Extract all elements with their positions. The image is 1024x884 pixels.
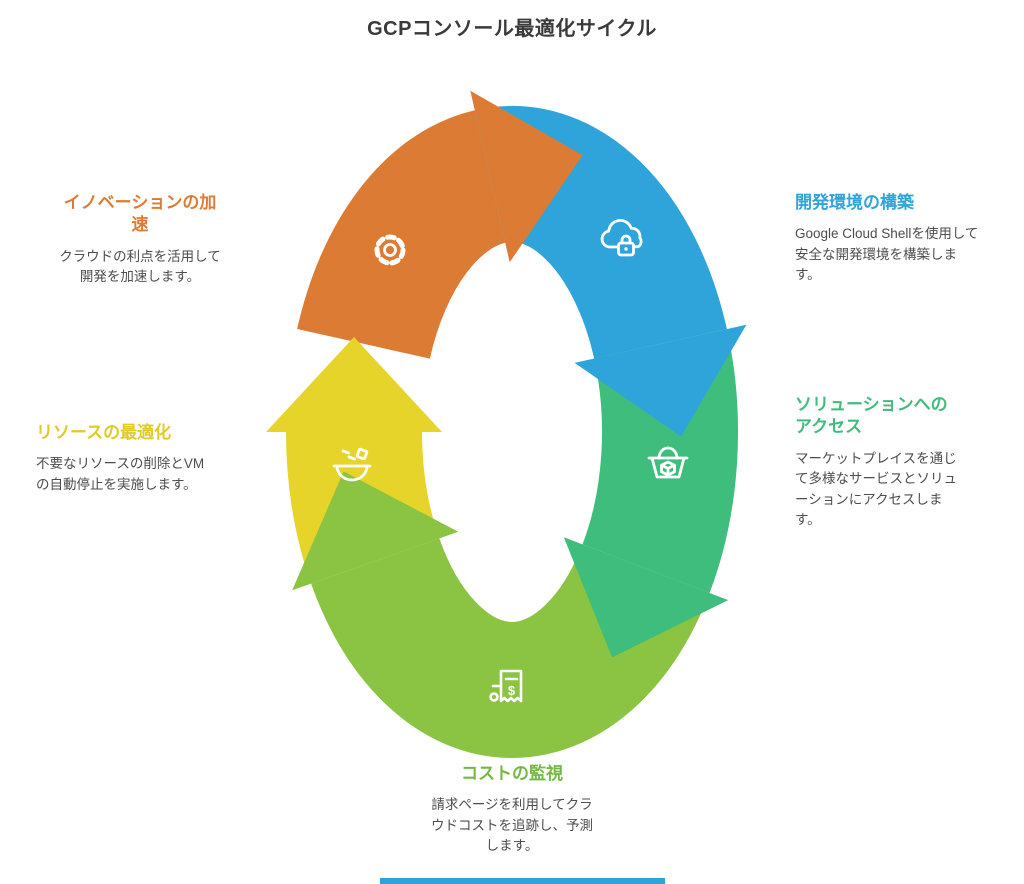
arrowhead-innovation: [470, 90, 583, 263]
step-label-cost-monitoring: コストの監視 請求ページを利用してクラウドコストを追跡し、予測します。: [397, 763, 627, 857]
arrowhead-resource-optimization: [266, 337, 442, 432]
arrowhead-cost-monitoring: [292, 471, 459, 591]
bottom-accent-bar: [380, 878, 665, 884]
basket-icon: [647, 446, 689, 479]
step-label-dev-environment: 開発環境の構築 Google Cloud Shellを使用して安全な開発環境を構…: [795, 192, 991, 286]
invoice-icon: $: [489, 669, 523, 703]
cloud-lock-icon: [600, 219, 643, 257]
step-label-innovation: イノベーションの加速 クラウドの利点を活用して開発を加速します。: [30, 192, 250, 288]
bowl-icon: [332, 447, 372, 482]
svg-text:$: $: [508, 683, 516, 698]
page-title: GCPコンソール最適化サイクル: [367, 18, 657, 40]
step-description-dev-environment: Google Cloud Shellを使用して安全な開発環境を構築します。: [795, 226, 979, 283]
segment-innovation: [297, 110, 508, 360]
arrowhead-dev-environment: [574, 324, 747, 437]
step-label-resource-optimization: リソースの最適化 不要なリソースの削除とVMの自動停止を実施します。: [36, 422, 228, 495]
step-heading-innovation: イノベーションの加速: [63, 193, 217, 235]
arrowhead-solutions-access: [563, 537, 729, 658]
step-description-solutions-access: マーケットプレイスを通じて多様なサービスとソリューションにアクセスします。: [795, 450, 957, 528]
step-description-innovation: クラウドの利点を活用して開発を加速します。: [59, 248, 221, 285]
step-description-resource-optimization: 不要なリソースの削除とVMの自動停止を実施します。: [36, 456, 205, 492]
gear-icon: [374, 234, 406, 266]
step-heading-solutions-access: ソリューションへのアクセス: [795, 395, 948, 437]
step-description-cost-monitoring: 請求ページを利用してクラウドコストを追跡し、予測します。: [431, 797, 593, 854]
step-heading-dev-environment: 開発環境の構築: [795, 193, 914, 212]
step-heading-resource-optimization: リソースの最適化: [36, 423, 172, 442]
step-heading-cost-monitoring: コストの監視: [461, 764, 563, 783]
step-label-solutions-access: ソリューションへのアクセス マーケットプレイスを通じて多様なサービスとソリューシ…: [795, 394, 991, 531]
